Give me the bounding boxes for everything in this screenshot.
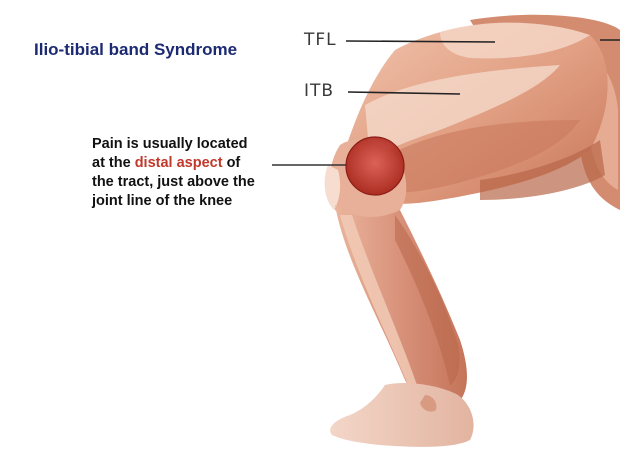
pain-callout-text: Pain is usually located at the distal as… [92, 135, 255, 211]
itb-leader-line [347, 91, 461, 95]
diagram-title: Ilio-tibial band Syndrome [34, 40, 238, 59]
callout-line-2: at the distal aspect of [92, 154, 255, 173]
itb-label: ITB [304, 81, 335, 101]
foot [330, 383, 474, 447]
callout-line-4: joint line of the knee [92, 193, 233, 209]
callout-line-2-suffix: of [222, 155, 241, 171]
patella [324, 165, 341, 210]
lower-leg-muscles [335, 205, 467, 407]
pain-location-marker [345, 136, 405, 196]
vastus-lateralis [380, 120, 580, 193]
itb-tract [365, 65, 560, 160]
tfl-label: TFL [304, 30, 337, 50]
gastrocnemius [395, 215, 460, 385]
callout-line-3: the tract, just above the [92, 174, 255, 190]
tibialis-anterior [340, 215, 418, 390]
callout-line-1: Pain is usually located [92, 136, 248, 152]
distal-aspect-highlight: distal aspect [134, 155, 223, 171]
tfl-leader-line [345, 40, 496, 43]
callout-line-2-prefix: at the [92, 155, 135, 171]
hamstring-edge [480, 140, 605, 200]
tfl-muscle [440, 22, 590, 59]
ankle-bone [420, 395, 437, 412]
